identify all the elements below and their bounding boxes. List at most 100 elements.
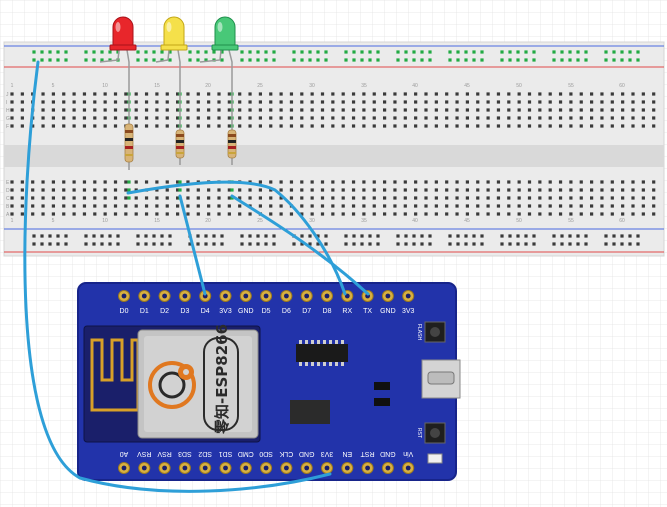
breadboard-hole [372, 180, 376, 184]
breadboard-hole [621, 124, 625, 128]
breadboard-hole [144, 92, 149, 96]
rail-hole [256, 242, 260, 246]
breadboard-hole [10, 108, 14, 112]
rail-hole [420, 234, 424, 238]
rail-hole [396, 50, 400, 54]
breadboard-hole [176, 124, 180, 128]
rail-hole [360, 242, 364, 246]
breadboard-hole [590, 100, 594, 104]
breadboard-hole [62, 188, 66, 192]
rail-hole [144, 58, 148, 62]
rail-hole [576, 58, 580, 62]
breadboard-hole [527, 100, 532, 104]
breadboard-hole [341, 212, 345, 216]
breadboard-hole [476, 100, 480, 104]
rail-hole [56, 58, 60, 62]
rail-hole [48, 242, 52, 246]
rail-hole [464, 50, 468, 54]
bottom-pin-label: Vin [403, 450, 413, 457]
rail-hole [620, 50, 624, 54]
rail-hole [412, 58, 416, 62]
rail-hole [516, 242, 520, 246]
breadboard-hole [155, 212, 159, 216]
rail-hole [420, 50, 424, 54]
rail-hole [612, 58, 616, 62]
breadboard-hole [496, 196, 501, 200]
breadboard-hole [476, 92, 480, 96]
breadboard-hole [258, 188, 262, 192]
rail-hole [240, 234, 244, 238]
rail-hole [100, 242, 104, 246]
top-pin-label: D8 [323, 308, 332, 315]
breadboard-hole [341, 124, 345, 128]
breadboard-hole [289, 212, 294, 216]
breadboard-hole [31, 124, 35, 128]
row-letter: H [6, 108, 10, 114]
rail-hole [412, 234, 416, 238]
breadboard-hole [269, 116, 273, 120]
breadboard-hole [590, 108, 594, 112]
breadboard-hole [289, 100, 294, 104]
breadboard-hole [269, 108, 273, 112]
breadboard-hole [144, 196, 149, 200]
breadboard-hole [144, 100, 149, 104]
rst-button[interactable] [424, 422, 446, 444]
rail-hole [620, 58, 624, 62]
rail-hole [136, 58, 140, 62]
breadboard-hole [579, 180, 583, 184]
rail-hole [32, 234, 36, 238]
breadboard-hole [155, 108, 159, 112]
breadboard-hole [507, 212, 511, 216]
breadboard-hole [113, 108, 118, 112]
column-number-top: 5 [52, 83, 55, 89]
breadboard-hole [527, 116, 532, 120]
rail-hole [636, 58, 640, 62]
breadboard-hole [134, 212, 138, 216]
rail-hole [168, 50, 172, 54]
breadboard-hole [113, 92, 118, 96]
rail-hole [360, 58, 364, 62]
rail-hole [84, 50, 88, 54]
breadboard-hole [62, 100, 66, 104]
breadboard-hole [362, 196, 366, 200]
breadboard-hole [155, 180, 159, 184]
breadboard-hole [496, 100, 501, 104]
rail-hole [396, 242, 400, 246]
column-number-top: 45 [464, 83, 470, 89]
breadboard-hole [62, 108, 66, 112]
resistor-3 [227, 124, 237, 165]
breadboard-hole [217, 188, 221, 192]
breadboard-hole [196, 92, 200, 96]
breadboard-hole [558, 92, 563, 96]
breadboard-hole [289, 196, 294, 200]
breadboard-hole [72, 116, 76, 120]
breadboard-hole [20, 196, 24, 200]
breadboard-hole [134, 124, 138, 128]
breadboard-hole [62, 196, 66, 200]
row-letter: I [6, 100, 7, 106]
breadboard-hole [476, 196, 480, 200]
rail-hole [464, 234, 468, 238]
breadboard-hole [569, 204, 573, 208]
breadboard-hole [351, 204, 356, 208]
breadboard-hole [320, 124, 325, 128]
breadboard-hole [445, 116, 449, 120]
rail-hole [256, 58, 260, 62]
rail-hole [428, 58, 432, 62]
breadboard-hole [569, 212, 573, 216]
breadboard-hole [320, 100, 325, 104]
breadboard-hole [341, 92, 345, 96]
breadboard-hole [372, 204, 376, 208]
top-pin-label: GND [380, 308, 396, 315]
breadboard-hole [403, 204, 407, 208]
breadboard-hole [517, 180, 521, 184]
breadboard-hole [393, 116, 397, 120]
breadboard-hole [20, 92, 24, 96]
breadboard-hole [558, 212, 563, 216]
rail-hole [368, 50, 372, 54]
micro-usb-port[interactable] [421, 359, 461, 399]
breadboard-hole [652, 100, 656, 104]
rail-hole [628, 50, 632, 54]
breadboard-hole [393, 204, 397, 208]
flash-button[interactable] [424, 321, 446, 343]
